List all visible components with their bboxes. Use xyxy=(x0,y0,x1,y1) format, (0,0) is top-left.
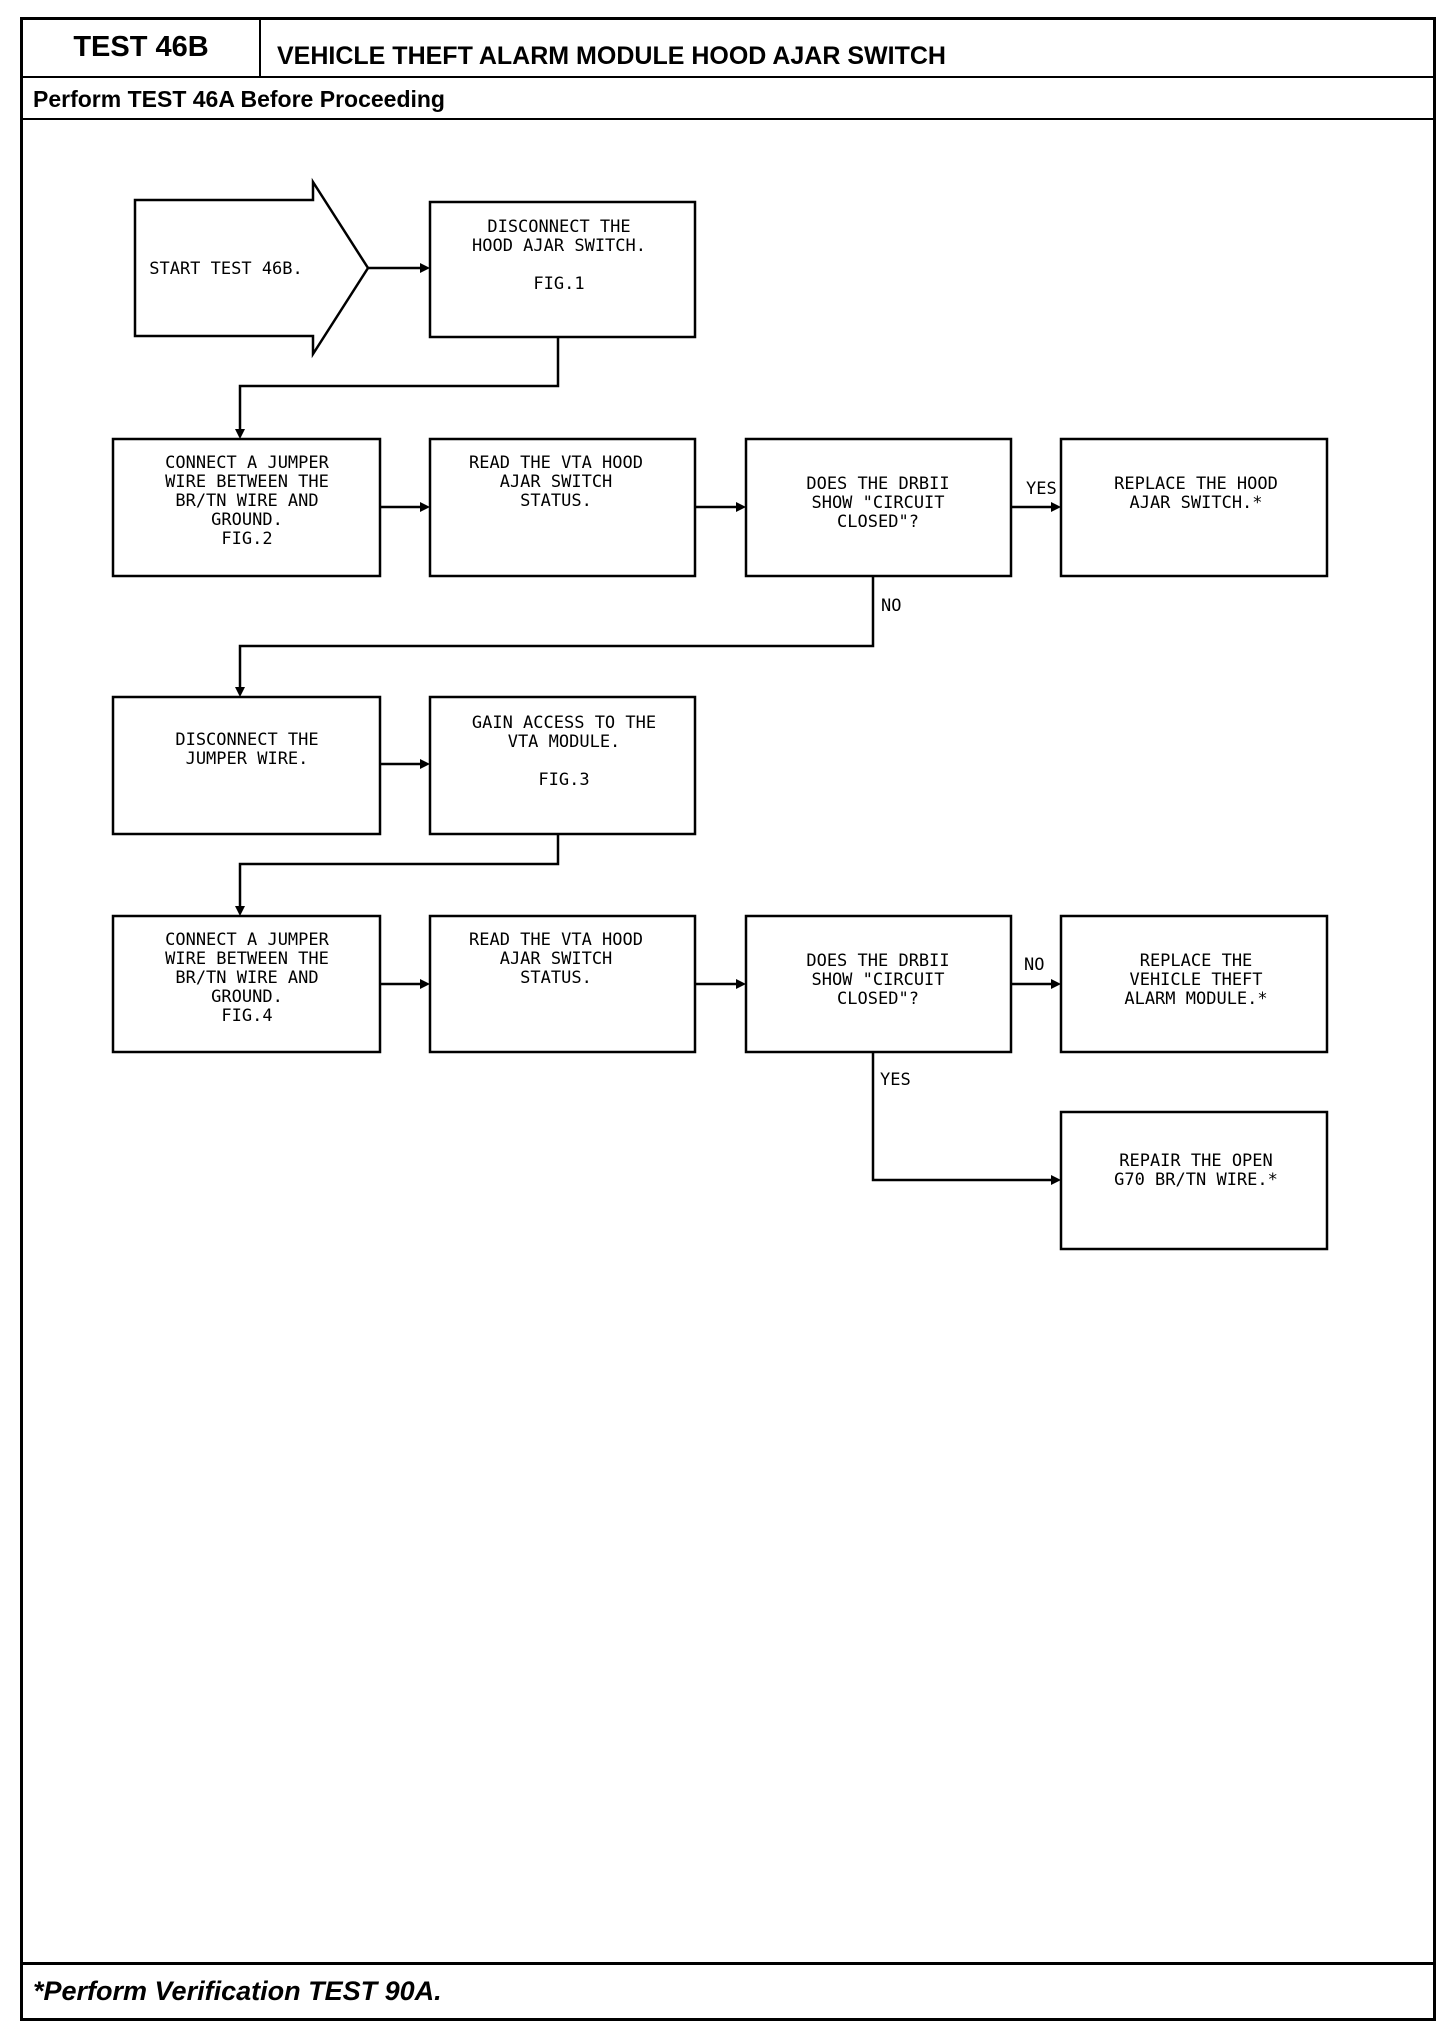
text-line: FIG.3 xyxy=(538,770,589,790)
text-line: WIRE BETWEEN THE xyxy=(165,949,329,969)
no-label-2: NO xyxy=(1024,955,1044,975)
read-1-box xyxy=(428,437,697,578)
decision-2-box xyxy=(744,914,1013,1054)
decision-1-box xyxy=(744,437,1013,578)
replace-module-box xyxy=(1059,914,1329,1054)
arrowhead xyxy=(235,429,245,439)
text-line: SHOW "CIRCUIT xyxy=(811,493,944,513)
arrowhead xyxy=(736,979,746,989)
arrowhead xyxy=(1051,1175,1061,1185)
text-line: WIRE BETWEEN THE xyxy=(165,472,329,492)
arrowhead xyxy=(235,906,245,916)
text-line: STATUS. xyxy=(520,968,592,988)
text-line: AJAR SWITCH xyxy=(500,949,613,969)
disconnect-to-jumper1-line xyxy=(238,337,560,431)
text-line: CONNECT A JUMPER xyxy=(165,930,330,950)
decision2-yes-line xyxy=(871,1052,1053,1182)
gain-access-to-jumper2-line xyxy=(238,834,560,908)
text-line: G70 BR/TN WIRE.* xyxy=(1114,1170,1278,1190)
arrowhead xyxy=(1051,979,1061,989)
text-line: FIG.4 xyxy=(221,1006,272,1026)
text-line: AJAR SWITCH.* xyxy=(1129,493,1262,513)
text-line: BR/TN WIRE AND xyxy=(175,968,318,988)
text-line: FIG.1 xyxy=(533,274,584,294)
text-line: START TEST 46B. xyxy=(149,259,303,279)
decision1-no-line xyxy=(238,576,875,689)
text-line: FIG.2 xyxy=(221,529,272,549)
text-line: READ THE VTA HOOD xyxy=(469,930,643,950)
test-number: TEST 46B xyxy=(23,20,261,76)
text-line: CONNECT A JUMPER xyxy=(165,453,330,473)
arrowhead xyxy=(235,687,245,697)
text-line: REPLACE THE xyxy=(1140,951,1253,971)
disconnect-jumper-box xyxy=(111,695,382,836)
jumper-1-box xyxy=(111,437,382,578)
arrowhead xyxy=(736,502,746,512)
text-line: REPLACE THE HOOD xyxy=(1114,474,1278,494)
arrowhead xyxy=(420,759,430,769)
repair-wire-box xyxy=(1059,1110,1329,1251)
gain-access-box xyxy=(428,695,697,836)
yes-label-2: YES xyxy=(880,1070,911,1090)
disconnect-switch-box xyxy=(428,200,697,339)
text-line: READ THE VTA HOOD xyxy=(469,453,643,473)
replace-switch-box xyxy=(1059,437,1329,578)
text-line: DISCONNECT THE xyxy=(175,730,318,750)
text-line: CLOSED"? xyxy=(837,989,919,1009)
jumper-2-box xyxy=(111,914,382,1054)
text-line: GROUND. xyxy=(211,510,283,530)
start-arrow xyxy=(133,177,370,359)
text-line: REPAIR THE OPEN xyxy=(1119,1151,1273,1171)
text-line: AJAR SWITCH xyxy=(500,472,613,492)
page-frame: TEST 46B VEHICLE THEFT ALARM MODULE HOOD… xyxy=(20,17,1436,2021)
text-line: DOES THE DRBII xyxy=(806,474,949,494)
header-bar: TEST 46B VEHICLE THEFT ALARM MODULE HOOD… xyxy=(23,20,1433,78)
text-line: SHOW "CIRCUIT xyxy=(811,970,944,990)
test-title: VEHICLE THEFT ALARM MODULE HOOD AJAR SWI… xyxy=(277,42,946,70)
arrowhead xyxy=(1051,502,1061,512)
yes-label-1: YES xyxy=(1026,479,1057,499)
text-line xyxy=(559,751,569,771)
text-line xyxy=(554,255,564,275)
text-line: STATUS. xyxy=(520,491,592,511)
text-line: VTA MODULE. xyxy=(508,732,621,752)
text-line: CLOSED"? xyxy=(837,512,919,532)
text-line: JUMPER WIRE. xyxy=(186,749,309,769)
text-line: DISCONNECT THE xyxy=(487,217,630,237)
text-line: BR/TN WIRE AND xyxy=(175,491,318,511)
arrowhead xyxy=(420,263,430,273)
arrowhead xyxy=(420,502,430,512)
arrowhead xyxy=(420,979,430,989)
text-line: HOOD AJAR SWITCH. xyxy=(472,236,646,256)
start-label: START TEST 46B. xyxy=(149,259,303,279)
text-line: GAIN ACCESS TO THE xyxy=(472,713,656,733)
text-line: GROUND. xyxy=(211,987,283,1007)
text-line: ALARM MODULE.* xyxy=(1124,989,1267,1009)
no-label-1: NO xyxy=(881,596,901,616)
text-line: VEHICLE THEFT xyxy=(1129,970,1262,990)
verification-footnote: *Perform Verification TEST 90A. xyxy=(23,1962,1433,2018)
prerequisite-note: Perform TEST 46A Before Proceeding xyxy=(23,78,1433,120)
text-line: DOES THE DRBII xyxy=(806,951,949,971)
